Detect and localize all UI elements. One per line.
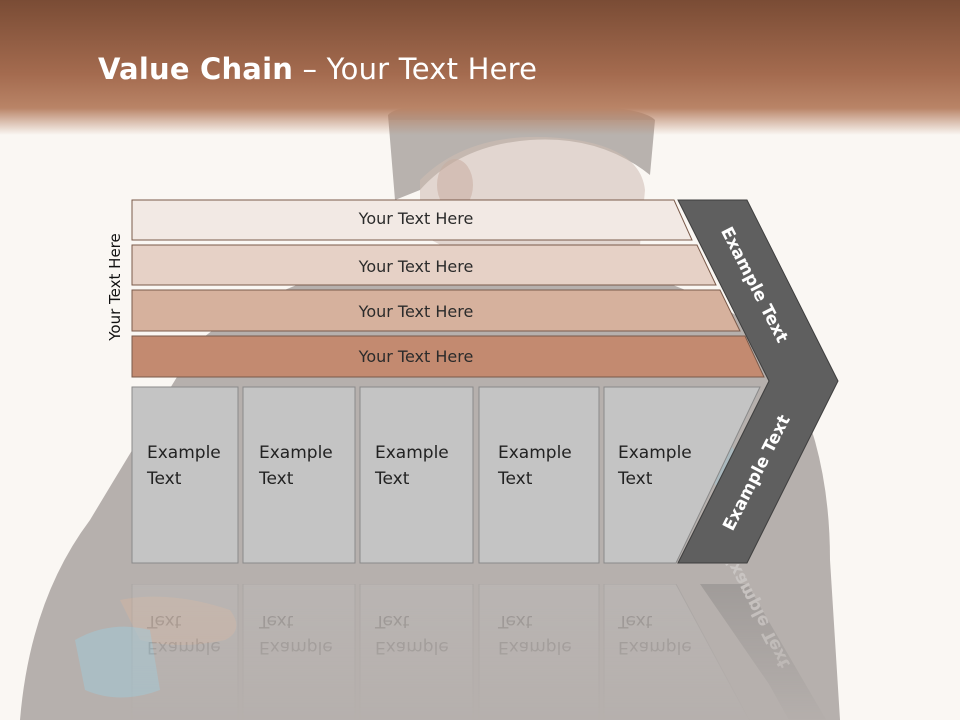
support-row-3[interactable] [131, 289, 741, 332]
primary-column-1[interactable] [131, 386, 239, 564]
primary-column-5[interactable] [603, 386, 761, 564]
title-bold: Value Chain [98, 52, 294, 86]
support-row-2[interactable] [131, 244, 717, 286]
support-row-2-label: Your Text Here [358, 257, 474, 276]
side-label: Your Text Here [106, 233, 124, 341]
primary-column-2[interactable] [242, 386, 356, 564]
primary-column-3[interactable] [359, 386, 474, 564]
header-band [0, 0, 960, 135]
slide-title: Value Chain – Your Text Here [98, 52, 537, 86]
support-row-4[interactable] [131, 335, 765, 378]
title-rest: – Your Text Here [293, 52, 538, 86]
support-row-3-label: Your Text Here [358, 302, 474, 321]
support-row-1[interactable] [131, 199, 693, 241]
support-row-1-label: Your Text Here [358, 209, 474, 228]
primary-column-4[interactable] [478, 386, 600, 564]
support-row-4-label: Your Text Here [358, 347, 474, 366]
margin-chevron[interactable] [677, 199, 839, 564]
